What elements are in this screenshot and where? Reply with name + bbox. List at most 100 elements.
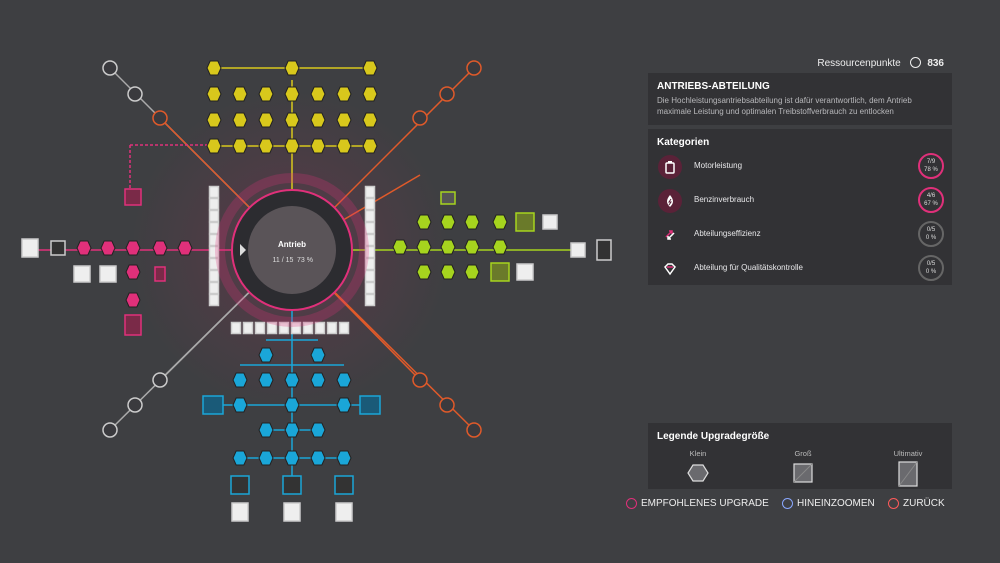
upgrade-node-large[interactable] <box>335 502 353 522</box>
upgrade-node-small[interactable] <box>284 86 300 102</box>
upgrade-node-large[interactable] <box>208 245 220 259</box>
upgrade-node-round[interactable] <box>439 86 455 102</box>
upgrade-node-large[interactable] <box>73 265 91 283</box>
upgrade-node-small[interactable] <box>232 86 248 102</box>
hint-recommended[interactable]: EMPFOHLENES UPGRADE <box>626 498 769 509</box>
upgrade-node-large[interactable] <box>202 395 224 415</box>
upgrade-node-large[interactable] <box>99 265 117 283</box>
category-qualitaetskontrolle[interactable]: Abteilung für Qualitätskontrolle 0/5 0 % <box>648 253 952 285</box>
upgrade-node-small[interactable] <box>336 138 352 154</box>
upgrade-node-small[interactable] <box>206 60 222 76</box>
upgrade-node-large[interactable] <box>208 257 220 271</box>
upgrade-node-large[interactable] <box>231 502 249 522</box>
upgrade-node-round[interactable] <box>102 422 118 438</box>
upgrade-node-small[interactable] <box>258 112 274 128</box>
upgrade-node-large[interactable] <box>364 197 376 211</box>
upgrade-node-small[interactable] <box>336 372 352 388</box>
upgrade-node-small[interactable] <box>258 450 274 466</box>
upgrade-node-large[interactable] <box>326 321 338 335</box>
upgrade-node-large[interactable] <box>254 321 266 335</box>
upgrade-node-small[interactable] <box>440 214 456 230</box>
upgrade-node-large[interactable] <box>208 269 220 283</box>
upgrade-node-large[interactable] <box>208 233 220 247</box>
upgrade-node-small[interactable] <box>416 214 432 230</box>
upgrade-node-large[interactable] <box>314 321 326 335</box>
upgrade-node-small[interactable] <box>336 86 352 102</box>
upgrade-node-round[interactable] <box>466 60 482 76</box>
upgrade-node-small[interactable] <box>206 86 222 102</box>
upgrade-node-round[interactable] <box>152 372 168 388</box>
upgrade-node-large[interactable] <box>364 221 376 235</box>
upgrade-node-large[interactable] <box>364 269 376 283</box>
upgrade-node-large[interactable] <box>124 314 142 336</box>
upgrade-node-small[interactable] <box>232 397 248 413</box>
upgrade-node-small[interactable] <box>336 112 352 128</box>
upgrade-node-small[interactable] <box>125 292 141 308</box>
upgrade-node-large[interactable] <box>208 209 220 223</box>
upgrade-node-small[interactable] <box>284 60 300 76</box>
upgrade-node-large[interactable] <box>364 257 376 271</box>
upgrade-node-large[interactable] <box>490 262 510 282</box>
upgrade-node-large[interactable] <box>364 293 376 307</box>
upgrade-node-small[interactable] <box>336 450 352 466</box>
upgrade-node-small[interactable] <box>310 372 326 388</box>
upgrade-node-small[interactable] <box>416 264 432 280</box>
upgrade-node-large[interactable] <box>542 214 558 230</box>
upgrade-node-large[interactable] <box>334 475 354 495</box>
upgrade-node-round[interactable] <box>466 422 482 438</box>
upgrade-node-small[interactable] <box>232 450 248 466</box>
upgrade-node-large[interactable] <box>364 185 376 199</box>
upgrade-node-small[interactable] <box>232 372 248 388</box>
center-hub[interactable] <box>215 173 369 327</box>
upgrade-node-small[interactable] <box>392 239 408 255</box>
upgrade-node-large[interactable] <box>50 240 66 256</box>
upgrade-node-small[interactable] <box>362 112 378 128</box>
upgrade-node-large[interactable] <box>208 185 220 199</box>
upgrade-node-small[interactable] <box>206 138 222 154</box>
upgrade-node-small[interactable] <box>310 112 326 128</box>
upgrade-node-large[interactable] <box>208 281 220 295</box>
upgrade-node-large[interactable] <box>440 191 456 205</box>
upgrade-node-small[interactable] <box>440 264 456 280</box>
upgrade-node-small[interactable] <box>310 450 326 466</box>
category-benzinverbrauch[interactable]: Benzinverbrauch 4/6 67 % <box>648 185 952 217</box>
hint-zoom[interactable]: HINEINZOOMEN <box>782 498 875 509</box>
upgrade-node-small[interactable] <box>336 397 352 413</box>
upgrade-node-large[interactable] <box>278 321 290 335</box>
upgrade-node-small[interactable] <box>177 240 193 256</box>
upgrade-node-small[interactable] <box>284 372 300 388</box>
upgrade-node-small[interactable] <box>362 60 378 76</box>
upgrade-node-small[interactable] <box>258 138 274 154</box>
upgrade-node-large[interactable] <box>515 212 535 232</box>
upgrade-node-small[interactable] <box>152 240 168 256</box>
upgrade-node-small[interactable] <box>362 86 378 102</box>
upgrade-node-large[interactable] <box>154 266 166 282</box>
upgrade-node-round[interactable] <box>127 86 143 102</box>
upgrade-node-small[interactable] <box>492 214 508 230</box>
upgrade-node-large[interactable] <box>230 475 250 495</box>
upgrade-node-small[interactable] <box>258 86 274 102</box>
upgrade-node-large[interactable] <box>283 502 301 522</box>
upgrade-node-small[interactable] <box>310 138 326 154</box>
upgrade-node-small[interactable] <box>284 450 300 466</box>
upgrade-node-small[interactable] <box>310 422 326 438</box>
hint-back[interactable]: ZURÜCK <box>888 498 945 509</box>
upgrade-node-large[interactable] <box>364 233 376 247</box>
category-abteilungseffizienz[interactable]: Abteilungseffizienz 0/5 0 % <box>648 219 952 251</box>
upgrade-node-small[interactable] <box>362 138 378 154</box>
upgrade-node-large[interactable] <box>266 321 278 335</box>
upgrade-node-large[interactable] <box>230 321 242 335</box>
upgrade-node-large[interactable] <box>21 238 39 258</box>
category-motorleistung[interactable]: Motorleistung 7/9 78 % <box>648 151 952 183</box>
upgrade-node-small[interactable] <box>258 347 274 363</box>
upgrade-node-large[interactable] <box>208 197 220 211</box>
upgrade-node-large[interactable] <box>208 293 220 307</box>
upgrade-node-large[interactable] <box>570 242 586 258</box>
upgrade-node-small[interactable] <box>310 347 326 363</box>
upgrade-node-small[interactable] <box>440 239 456 255</box>
upgrade-node-large[interactable] <box>596 239 612 261</box>
upgrade-node-round[interactable] <box>412 372 428 388</box>
upgrade-node-large[interactable] <box>359 395 381 415</box>
upgrade-node-small[interactable] <box>76 240 92 256</box>
upgrade-node-small[interactable] <box>125 264 141 280</box>
